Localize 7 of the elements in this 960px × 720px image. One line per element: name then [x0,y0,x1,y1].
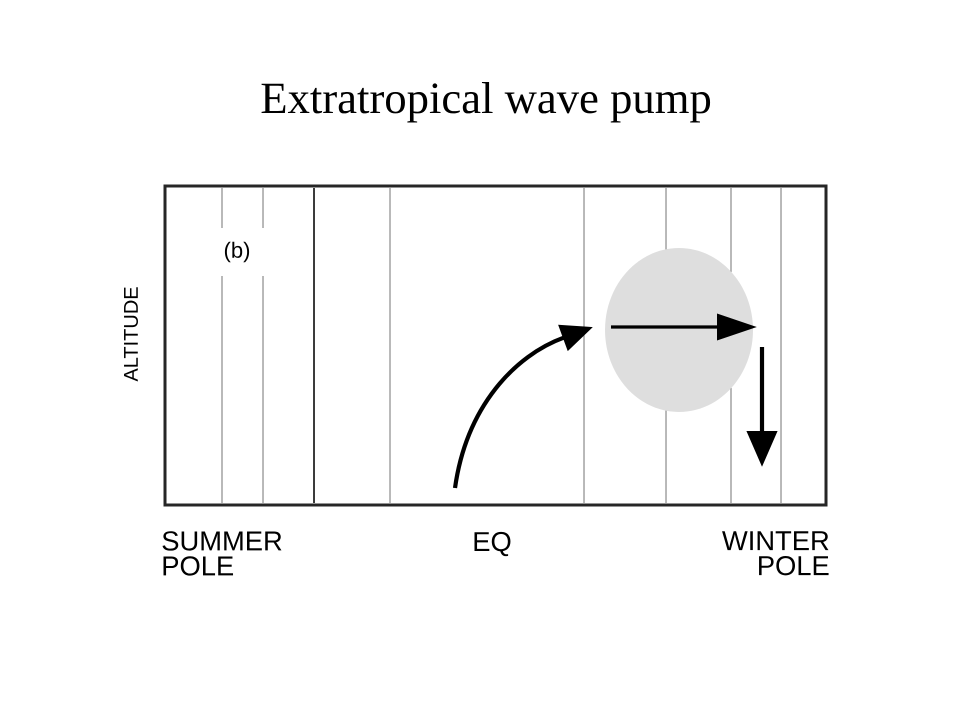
axis-label: WINTER POLE [722,531,829,576]
shaded-circle [605,248,753,412]
axis-label: SUMMER POLE [162,531,282,576]
axis-label: ALTITUDE [124,287,138,382]
panel-label: (b) [224,242,250,262]
title: Extratropical wave pump [262,82,710,122]
axis-label: EQ [474,532,510,556]
